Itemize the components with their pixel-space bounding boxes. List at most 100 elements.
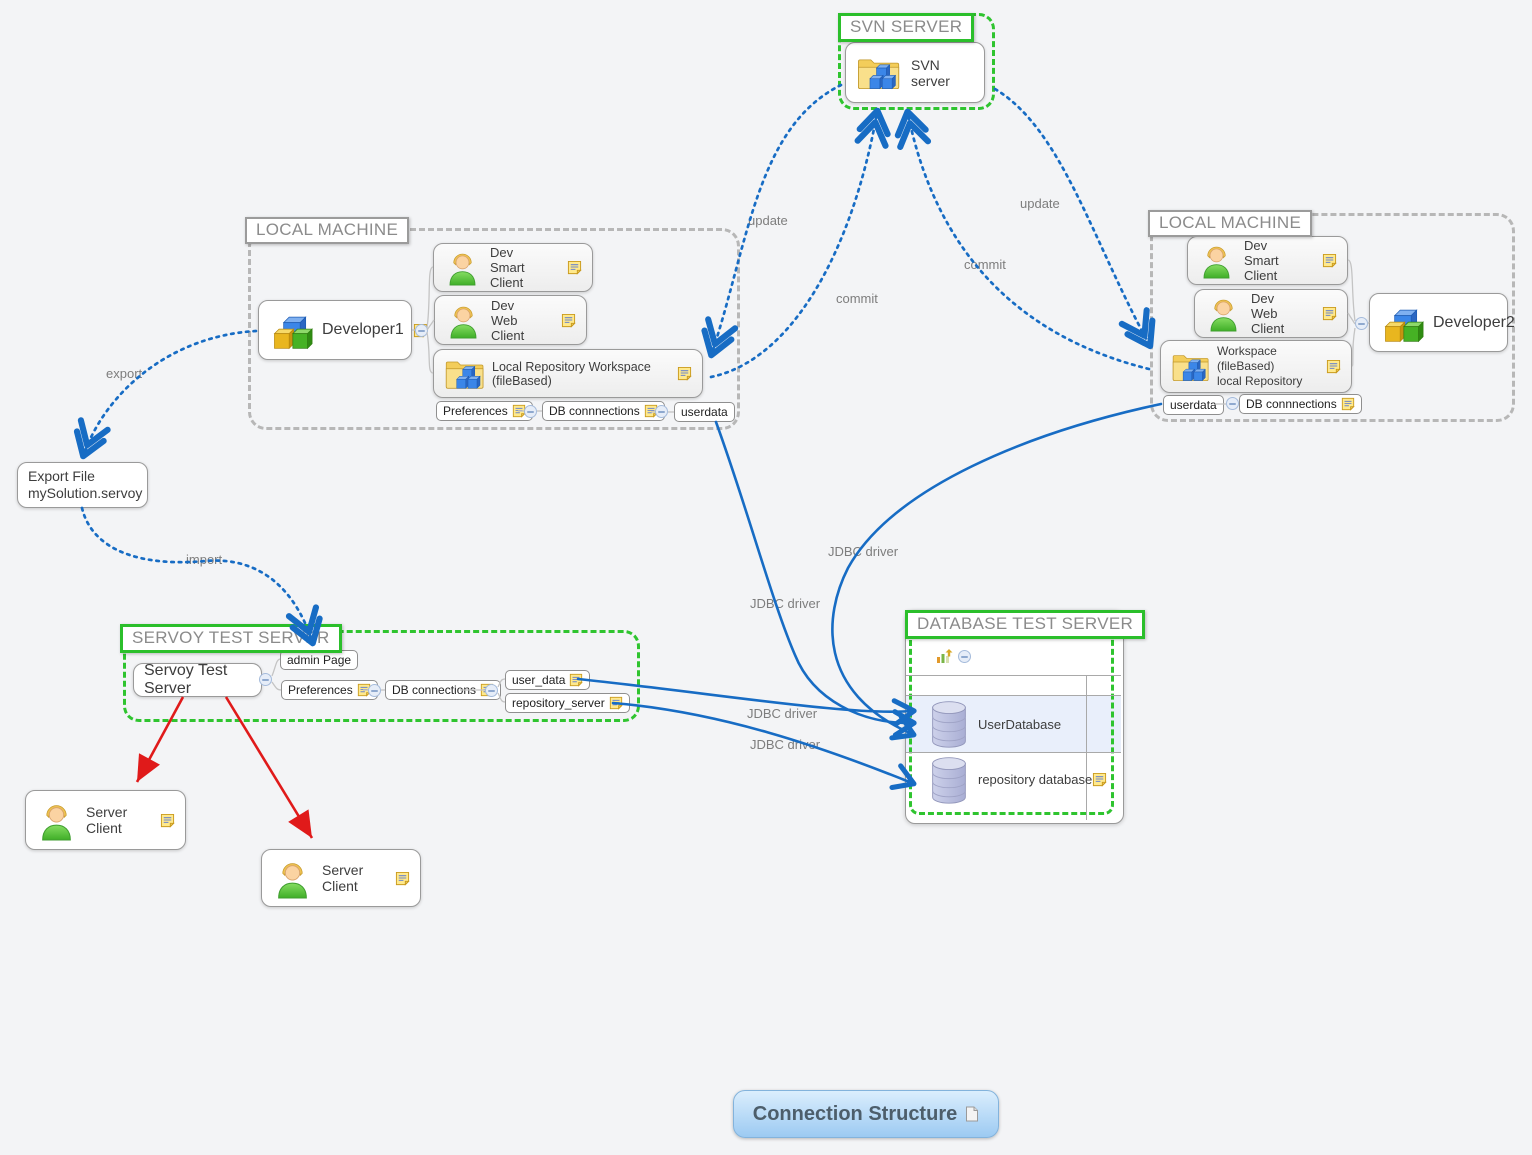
dev-web-client-right-node[interactable]: Dev Web Client bbox=[1194, 289, 1348, 338]
collapse-toggle-userdata-right[interactable] bbox=[1226, 397, 1239, 410]
note-icon[interactable] bbox=[1092, 772, 1107, 787]
server-client-2-label: Server Client bbox=[322, 862, 364, 894]
note-icon[interactable] bbox=[1322, 253, 1337, 268]
cubes-icon bbox=[269, 308, 313, 352]
repository-server-label: repository_server bbox=[512, 696, 605, 710]
collapse-toggle-developer1[interactable] bbox=[415, 324, 428, 337]
edge-label-jdbc-2: JDBC driver bbox=[828, 544, 899, 559]
person-icon bbox=[445, 302, 482, 339]
db-connections-right-box[interactable]: DB connnections bbox=[1239, 394, 1362, 414]
servoy-test-server-group bbox=[123, 630, 640, 722]
repository-server-box[interactable]: repository_server bbox=[505, 693, 630, 713]
workspace-right-node[interactable]: Workspace (fileBased) local Repository bbox=[1160, 340, 1352, 393]
collapse-toggle-preferences-left[interactable] bbox=[524, 405, 537, 418]
userdata-left-label: userdata bbox=[681, 405, 728, 419]
db-connections-left-label: DB connnections bbox=[549, 404, 640, 418]
dev-smart-client-right-label: Dev Smart Client bbox=[1244, 238, 1279, 283]
export-file-node[interactable]: Export File mySolution.servoy bbox=[17, 462, 148, 508]
user-database-label[interactable]: UserDatabase bbox=[978, 717, 1061, 732]
collapse-toggle-servoy-server[interactable] bbox=[259, 673, 272, 686]
edge-label-jdbc-1: JDBC driver bbox=[750, 596, 821, 611]
collapse-toggle-developer2[interactable] bbox=[1355, 317, 1368, 330]
developer2-node[interactable]: Developer2 bbox=[1369, 293, 1515, 352]
edge-import bbox=[80, 506, 323, 647]
db-table-line bbox=[906, 752, 1121, 753]
export-file-label-line2: mySolution.servoy bbox=[28, 485, 143, 501]
db-connections-servoy-label: DB connections bbox=[392, 683, 477, 697]
servoy-test-server-label: Servoy Test Server bbox=[144, 662, 228, 697]
server-client-1-node[interactable]: Server Client bbox=[25, 790, 186, 850]
local-machine-left-title: LOCAL MACHINE bbox=[245, 217, 410, 244]
svn-server-group-title-text: SVN SERVER bbox=[850, 17, 963, 36]
dev-web-client-left-node[interactable]: Dev Web Client bbox=[434, 295, 587, 345]
note-icon[interactable] bbox=[561, 313, 576, 328]
db-connections-right-label: DB connnections bbox=[1246, 397, 1337, 411]
collapse-toggle-database[interactable] bbox=[958, 650, 971, 663]
edge-label-update-left: update bbox=[748, 213, 788, 228]
cubes-icon bbox=[1380, 301, 1424, 345]
server-client-1-label: Server Client bbox=[86, 804, 128, 836]
edge-export bbox=[73, 329, 258, 460]
connection-structure-button[interactable]: Connection Structure bbox=[733, 1090, 999, 1138]
folder-cubes-icon bbox=[444, 356, 486, 392]
local-repository-workspace-label: Local Repository Workspace (fileBased) bbox=[492, 359, 651, 388]
repository-database-label[interactable]: repository database bbox=[978, 772, 1092, 787]
collapse-toggle-dbconn-left[interactable] bbox=[655, 405, 668, 418]
note-icon[interactable] bbox=[567, 260, 582, 275]
server-client-2-node[interactable]: Server Client bbox=[261, 849, 421, 907]
workspace-right-label-line2: local Repository bbox=[1217, 374, 1303, 388]
dev-smart-client-right-node[interactable]: Dev Smart Client bbox=[1187, 236, 1348, 285]
preferences-left-box[interactable]: Preferences bbox=[436, 401, 533, 421]
svn-server-label: SVN server bbox=[911, 56, 950, 89]
collapse-toggle-preferences-servoy[interactable] bbox=[368, 684, 381, 697]
preferences-servoy-box[interactable]: Preferences bbox=[281, 680, 378, 700]
local-machine-right-title-text: LOCAL MACHINE bbox=[1159, 213, 1302, 232]
note-icon[interactable] bbox=[160, 813, 175, 828]
export-file-label-line1: Export File bbox=[28, 467, 95, 484]
document-icon bbox=[965, 1106, 979, 1122]
db-table-column-divider bbox=[1086, 675, 1087, 820]
note-icon[interactable] bbox=[1322, 306, 1337, 321]
database-cylinder-icon bbox=[929, 699, 969, 749]
user-data-box[interactable]: user_data bbox=[505, 670, 591, 690]
person-icon bbox=[272, 858, 313, 899]
servoy-test-server-group-title-text: SERVOY TEST SERVER bbox=[132, 628, 330, 647]
admin-page-label: admin Page bbox=[287, 653, 352, 667]
preferences-left-label: Preferences bbox=[443, 404, 508, 418]
edge-label-jdbc-3: JDBC driver bbox=[747, 706, 818, 721]
connection-structure-button-label: Connection Structure bbox=[752, 1102, 958, 1125]
svn-server-group-title: SVN SERVER bbox=[838, 13, 975, 42]
note-icon[interactable] bbox=[609, 696, 623, 710]
userdata-left-box[interactable]: userdata bbox=[674, 402, 735, 422]
db-connections-left-box[interactable]: DB connnections bbox=[542, 401, 665, 421]
note-icon[interactable] bbox=[677, 366, 692, 381]
database-test-server-title: DATABASE TEST SERVER bbox=[905, 610, 1146, 639]
folder-cubes-icon bbox=[1171, 350, 1211, 384]
local-repository-workspace-node[interactable]: Local Repository Workspace (fileBased) bbox=[433, 349, 703, 398]
admin-page-box[interactable]: admin Page bbox=[280, 650, 359, 670]
collapse-toggle-dbconn-servoy[interactable] bbox=[485, 684, 498, 697]
chart-icon[interactable] bbox=[936, 648, 954, 664]
note-icon[interactable] bbox=[1341, 397, 1355, 411]
db-connections-servoy-box[interactable]: DB connections bbox=[385, 680, 502, 700]
edge-label-update-right: update bbox=[1020, 196, 1060, 211]
edge-label-import: import bbox=[186, 552, 223, 567]
edge-label-export: export bbox=[106, 366, 143, 381]
note-icon[interactable] bbox=[569, 673, 583, 687]
developer1-node[interactable]: Developer1 bbox=[258, 300, 412, 360]
servoy-test-server-node[interactable]: Servoy Test Server bbox=[133, 662, 262, 697]
dev-smart-client-left-label: Dev Smart Client bbox=[490, 245, 525, 290]
user-database-label-text: UserDatabase bbox=[978, 717, 1062, 732]
dev-web-client-right-label: Dev Web Client bbox=[1251, 291, 1285, 336]
local-machine-right-title: LOCAL MACHINE bbox=[1148, 210, 1313, 237]
user-data-label: user_data bbox=[512, 673, 566, 687]
userdata-right-box[interactable]: userdata bbox=[1163, 395, 1224, 415]
edge-update-right bbox=[993, 87, 1156, 350]
db-table-line bbox=[906, 675, 1121, 676]
edge-jdbc-1 bbox=[714, 420, 917, 738]
dev-smart-client-left-node[interactable]: Dev Smart Client bbox=[433, 243, 593, 292]
svn-server-node[interactable]: SVN server bbox=[845, 42, 985, 103]
note-icon[interactable] bbox=[395, 871, 410, 886]
note-icon[interactable] bbox=[1326, 359, 1341, 374]
